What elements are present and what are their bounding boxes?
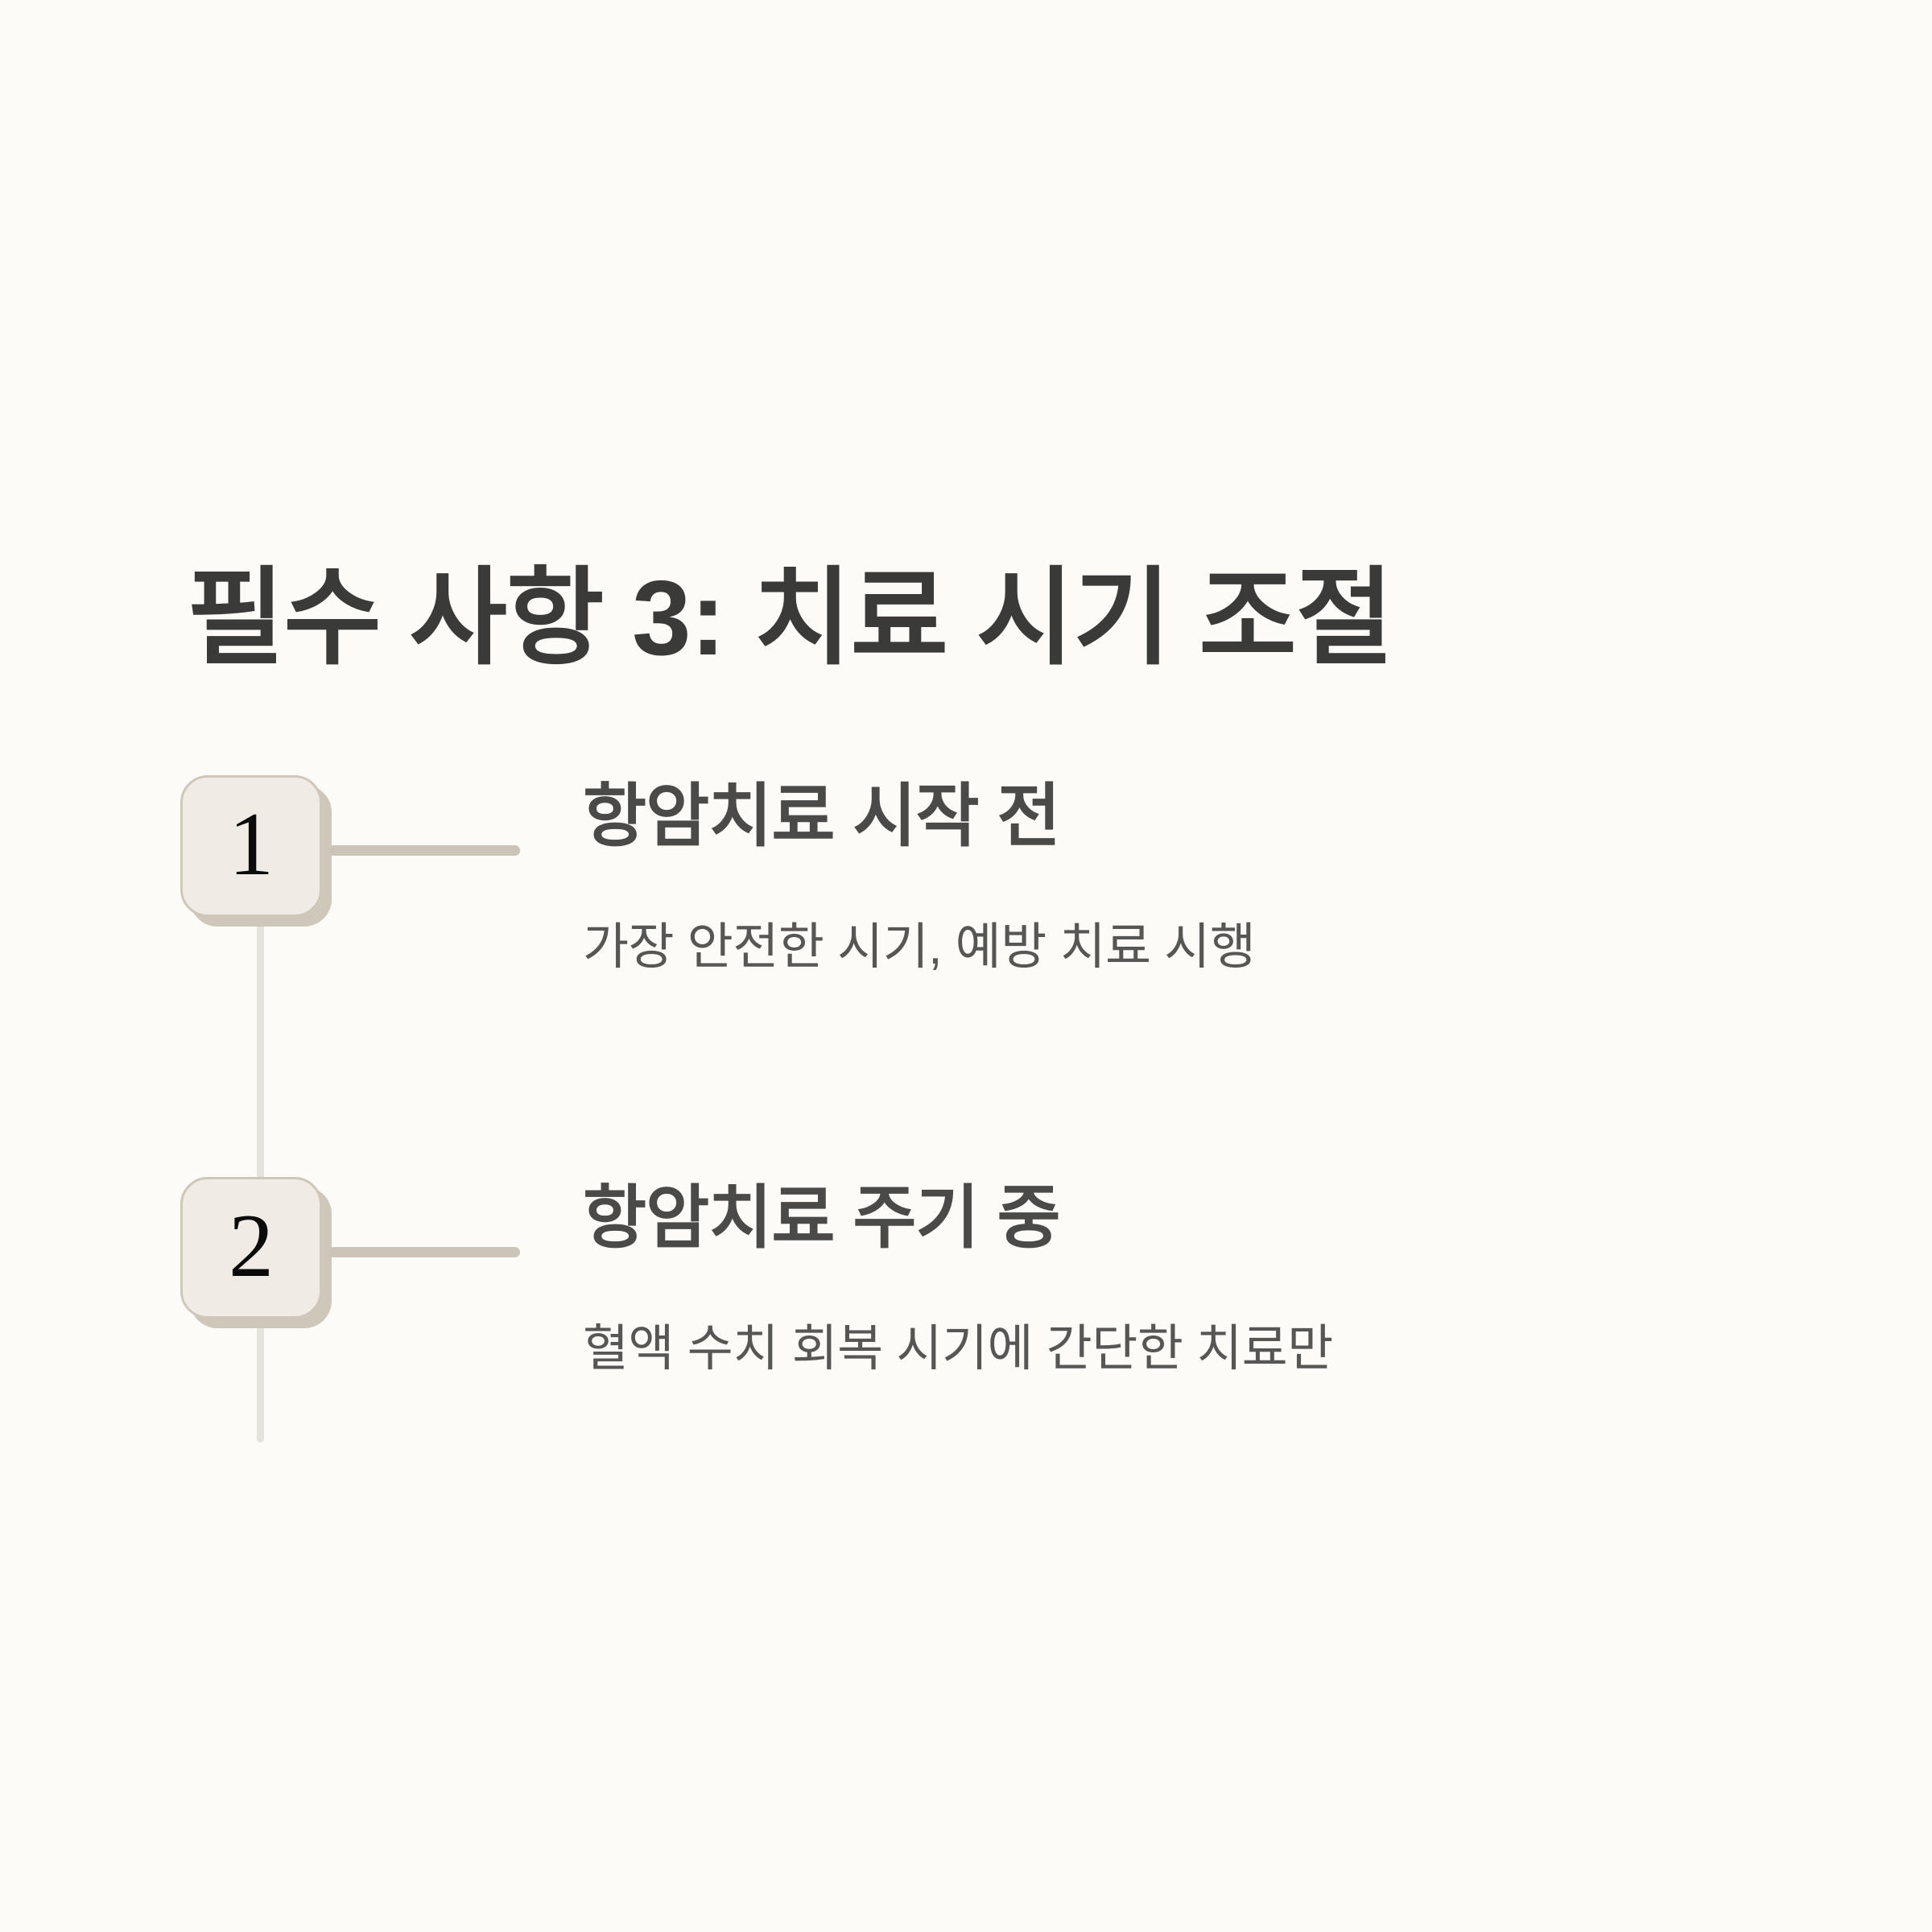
timeline-item-heading: 항암치료 시작 전 <box>583 778 1061 855</box>
step-badge-2[interactable]: 2 <box>180 1177 341 1338</box>
timeline-content-1: 항암치료 시작 전 가장 안전한 시기, 예방 치료 시행 <box>583 775 1790 979</box>
timeline-connector-2 <box>328 1247 520 1257</box>
page-title: 필수 사항 3: 치료 시기 조절 <box>187 559 1393 678</box>
timeline-item-heading: 항암치료 주기 중 <box>583 1179 1061 1257</box>
step-number-label: 1 <box>229 795 274 894</box>
timeline-vertical-rail <box>257 837 264 1443</box>
timeline-item-description: 가장 안전한 시기, 예방 치료 시행 <box>583 919 1256 976</box>
timeline-item-description: 혈액 수치 회복 시기에 간단한 치료만 <box>583 1321 1333 1377</box>
step-badge-1[interactable]: 1 <box>180 775 341 936</box>
timeline-connector-1 <box>328 845 520 856</box>
step-number-label: 2 <box>229 1196 274 1296</box>
step-badge-face: 2 <box>180 1177 322 1319</box>
timeline-content-2: 항암치료 주기 중 혈액 수치 회복 시기에 간단한 치료만 <box>583 1177 1790 1381</box>
step-badge-face: 1 <box>180 775 322 917</box>
